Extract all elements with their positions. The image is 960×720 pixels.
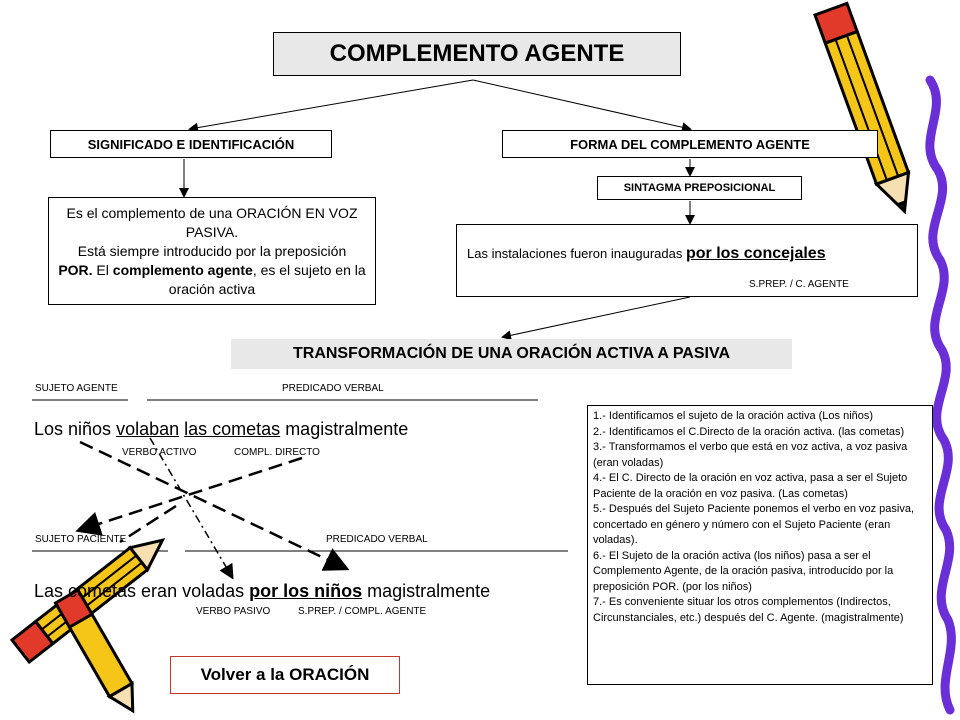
step-item: 5.- Después del Sujeto Paciente ponemos …	[593, 503, 915, 546]
passive-agent: por los niños	[249, 581, 363, 601]
significado-heading: SIGNIFICADO E IDENTIFICACIÓN	[87, 136, 295, 152]
example-sentence: Las instalaciones fueron inauguradas por…	[467, 245, 826, 263]
example-plain: Las instalaciones fueron inauguradas	[467, 246, 686, 261]
definition-box: Es el complemento de una ORACIÓN EN VOZ …	[48, 197, 376, 305]
transform-heading-box: TRANSFORMACIÓN DE UNA ORACIÓN ACTIVA A P…	[231, 339, 792, 369]
active-subject: Los niños	[34, 419, 117, 439]
pencil-icon	[53, 587, 135, 714]
forma-heading-box: FORMA DEL COMPLEMENTO AGENTE	[502, 130, 878, 158]
active-subject-label: SUJETO AGENTE	[35, 383, 118, 394]
passive-agent-label: S.PREP. / COMPL. AGENTE	[298, 606, 427, 617]
passive-sentence: Las cometas eran voladas por los niños m…	[34, 581, 490, 602]
transform-heading: TRANSFORMACIÓN DE UNA ORACIÓN ACTIVA A P…	[292, 345, 731, 362]
sintagma-label: SINTAGMA PREPOSICIONAL	[623, 182, 776, 194]
forma-heading: FORMA DEL COMPLEMENTO AGENTE	[570, 136, 810, 152]
definition-ca: complemento agente	[112, 261, 253, 278]
passive-predicate-label: PREDICADO VERBAL	[326, 534, 428, 545]
page-title: COMPLEMENTO AGENTE	[329, 40, 625, 67]
volver-label: Volver a la ORACIÓN	[200, 665, 370, 684]
step-item: 2.- Identificamos el C.Directo de la ora…	[593, 425, 905, 438]
connector-title-right	[472, 79, 692, 133]
active-predicate-label: PREDICADO VERBAL	[282, 383, 384, 394]
active-rest: magistralmente	[280, 419, 409, 439]
ribbon-icon	[925, 75, 956, 715]
example-agent: por los concejales	[685, 245, 826, 262]
arrow-cd-to-subject	[75, 456, 303, 536]
step-item: 7.- Es conveniente situar los otros comp…	[593, 596, 904, 624]
passive-subject-verb: Las cometas eran voladas	[34, 581, 250, 601]
active-verb: volaban	[116, 419, 180, 439]
pencil-icon	[813, 1, 911, 215]
step-item: 1.- Identificamos el sujeto de la oració…	[593, 410, 874, 422]
definition-line-2: Está siempre introducido por la preposic…	[77, 242, 347, 259]
steps-box: 1.- Identificamos el sujeto de la oració…	[587, 405, 933, 685]
definition-por: POR.	[58, 261, 93, 278]
arrow-subject-to-agent	[79, 440, 350, 571]
sintagma-box: SINTAGMA PREPOSICIONAL	[597, 176, 802, 200]
passive-verb-label: VERBO PASIVO	[196, 606, 271, 617]
active-verb-label: VERBO ACTIVO	[122, 447, 197, 458]
step-item: 4.- El C. Directo de la oración en voz a…	[593, 472, 908, 500]
definition-rest: , es el sujeto en la oración activa	[168, 261, 366, 297]
step-item: 3.- Transformamos el verbo que está en v…	[593, 441, 908, 469]
example-box: Las instalaciones fueron inauguradas por…	[456, 224, 918, 297]
volver-button[interactable]: Volver a la ORACIÓN	[170, 656, 400, 694]
passive-subject-label: SUJETO PACIENTE	[35, 534, 127, 545]
connector-title-left	[188, 79, 474, 133]
active-cd: las cometas	[184, 419, 281, 439]
active-cd-label: COMPL. DIRECTO	[234, 447, 320, 458]
step-item: 6.- El Sujeto de la oración activa (los …	[593, 549, 894, 593]
arrow-dash-short	[119, 504, 177, 544]
connector-example-transform	[501, 296, 691, 341]
definition-line-1: Es el complemento de una ORACIÓN EN VOZ …	[66, 204, 358, 240]
passive-rest: magistralmente	[362, 581, 491, 601]
example-labels: S.PREP. / C. AGENTE	[749, 279, 849, 290]
significado-heading-box: SIGNIFICADO E IDENTIFICACIÓN	[50, 130, 332, 158]
active-sentence: Los niños volaban las cometas magistralm…	[34, 419, 408, 440]
title-box: COMPLEMENTO AGENTE	[273, 32, 681, 76]
definition-text: Es el complemento de una ORACIÓN EN VOZ …	[55, 204, 369, 299]
definition-el: El	[92, 261, 113, 278]
